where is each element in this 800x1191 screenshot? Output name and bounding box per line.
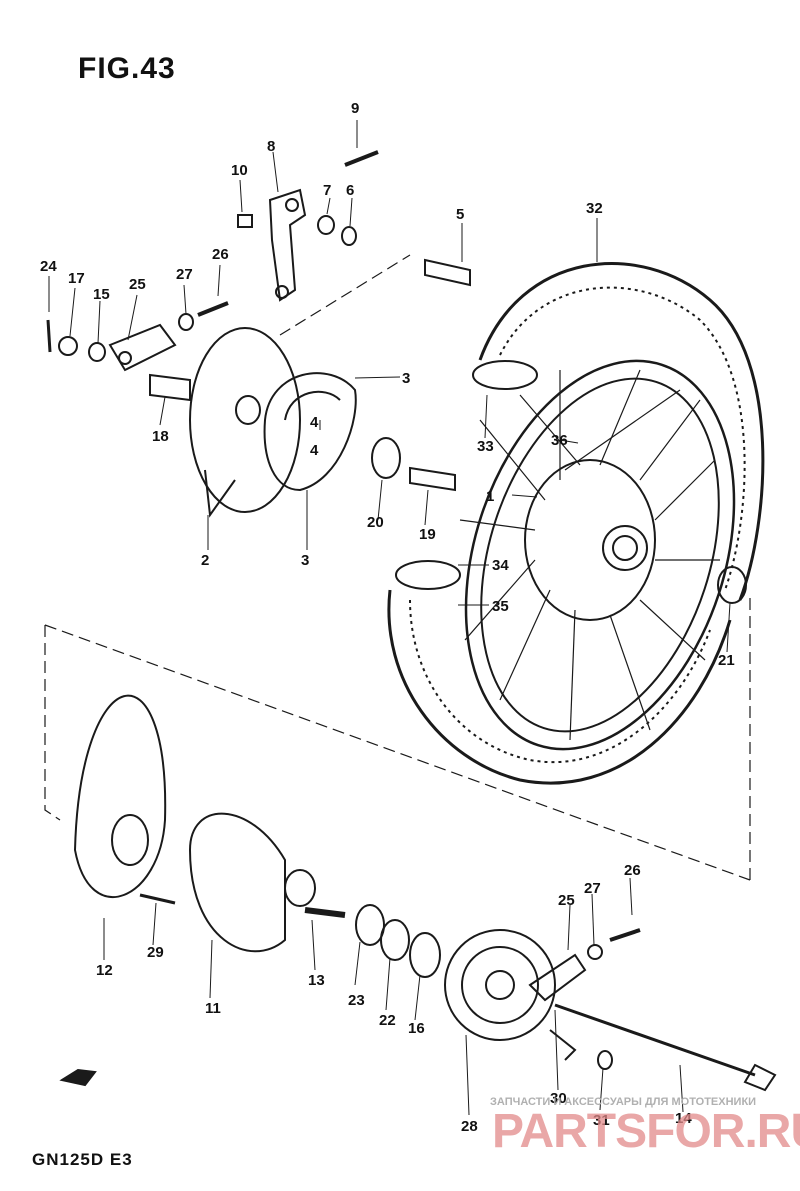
guide-lines [44, 254, 751, 881]
callout-number: 15 [93, 286, 110, 303]
brake-panel-drawing [189, 327, 301, 518]
model-code: GN125D E3 [32, 1150, 133, 1169]
callout-number: 28 [461, 1118, 478, 1135]
callout-number: 8 [267, 138, 276, 155]
callout-number: 16 [408, 1020, 425, 1037]
watermark-logo: PARTSFOR.RU [492, 1105, 800, 1158]
callout-number: 17 [68, 270, 85, 287]
callout-number: 10 [231, 162, 248, 179]
lower-assembly-drawing [59, 694, 777, 1092]
callout-number: 3 [402, 370, 411, 387]
callout-number: 30 [550, 1090, 567, 1107]
callout-number: 20 [367, 514, 384, 531]
callout-number: 31 [593, 1112, 610, 1129]
callout-number: 25 [558, 892, 575, 909]
small-parts-drawing [46, 150, 747, 604]
callout-number: 26 [624, 862, 641, 879]
callout-number: 9 [351, 100, 360, 117]
callout-number: 32 [586, 200, 603, 217]
callout-number: 3 [301, 552, 310, 569]
callout-number: 36 [551, 432, 568, 449]
brake-shoes-drawing [263, 372, 357, 492]
callout-number: 21 [718, 652, 735, 669]
callout-number: 4 [310, 442, 319, 459]
callout-number: 34 [492, 557, 509, 574]
callout-number: 7 [323, 182, 332, 199]
leader-lines [48, 120, 731, 1116]
figure-title: FIG.43 [78, 52, 176, 85]
callout-number: 27 [584, 880, 601, 897]
watermark-tagline: ЗАПЧАСТИ И АКСЕССУАРЫ ДЛЯ МОТОТЕХНИКИ [490, 1096, 757, 1108]
callout-number: 23 [348, 992, 365, 1009]
callout-number: 33 [477, 438, 494, 455]
callout-number: 22 [379, 1012, 396, 1029]
callout-number: 11 [205, 1000, 221, 1017]
callout-number: 12 [96, 962, 113, 979]
callout-number: 6 [346, 182, 355, 199]
callout-number: 4 [310, 414, 319, 431]
callout-number: 13 [308, 972, 325, 989]
callout-number: 35 [492, 598, 509, 615]
callout-number: 26 [212, 246, 229, 263]
callout-number: 29 [147, 944, 164, 961]
callout-number: 14 [675, 1110, 692, 1127]
callout-number: 19 [419, 526, 436, 543]
callout-number: 27 [176, 266, 193, 283]
wheel-rim-drawing [459, 359, 736, 751]
callout-number: 18 [152, 428, 169, 445]
tire-drawing [387, 262, 765, 785]
callout-number: 24 [40, 258, 57, 275]
callout-number: 25 [129, 276, 146, 293]
callout-number: 1 [486, 488, 495, 505]
callout-number: 2 [201, 552, 210, 569]
callout-number: 5 [456, 206, 465, 223]
